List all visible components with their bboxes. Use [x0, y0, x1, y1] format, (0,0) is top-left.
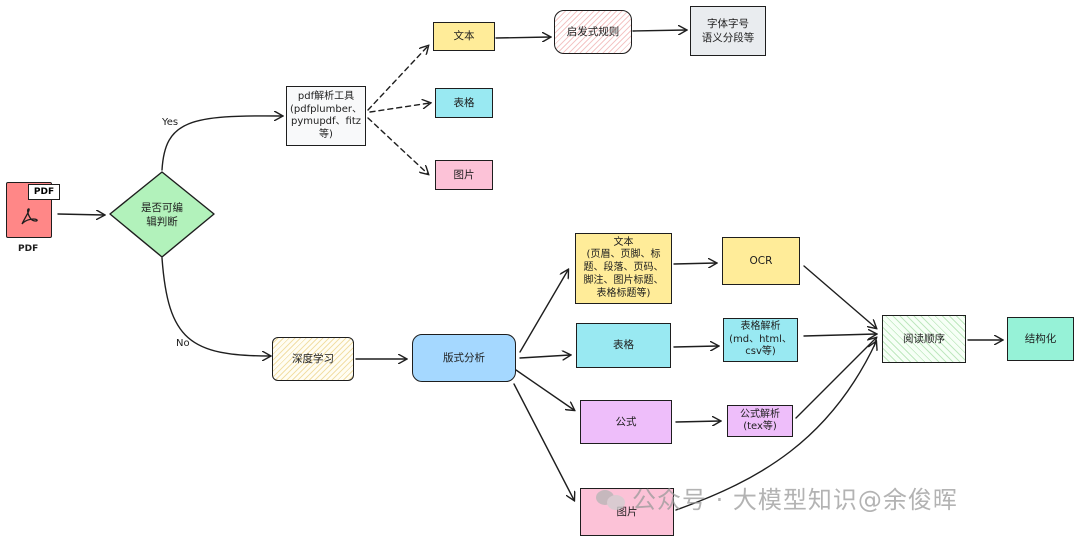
- arrow-ocr-to-order: [803, 265, 876, 328]
- acrobat-icon: [21, 208, 38, 225]
- arrow-heuristic-to-font: [632, 30, 686, 31]
- deep-learning-node: 深度学习: [272, 337, 354, 381]
- arrow-tool-to-image: [367, 117, 428, 174]
- yes-text-node: 文本: [433, 22, 495, 51]
- arrow-tool-to-text: [367, 46, 428, 111]
- heuristic-node: 启发式规则: [554, 10, 632, 54]
- arrow-formula-to-formulaparse: [675, 421, 720, 422]
- wechat-icon: [596, 486, 626, 510]
- yes-table-node: 表格: [435, 88, 493, 118]
- pdf-file-icon: PDF: [6, 178, 60, 240]
- watermark-text: 公众号 · 大模型知识@余俊晖: [632, 486, 958, 514]
- arrow-table-to-tableparse: [673, 346, 718, 347]
- edge-label-no: No: [176, 338, 190, 349]
- no-formula-node: 公式: [580, 400, 672, 444]
- arrow-yes: [161, 116, 282, 171]
- arrow-tableparse-to-order: [803, 334, 876, 336]
- structure-node: 结构化: [1007, 317, 1074, 361]
- formula-parse-node: 公式解析 (tex等): [727, 405, 793, 437]
- watermark: 公众号 · 大模型知识@余俊晖: [596, 480, 958, 515]
- pdf-caption: PDF: [18, 244, 39, 254]
- layout-analysis-node: 版式分析: [412, 334, 516, 382]
- ocr-node: OCR: [722, 237, 800, 285]
- arrow-pdf-to-decision: [57, 214, 104, 215]
- arrow-formulaparse-to-order: [795, 338, 876, 419]
- edge-label-yes: Yes: [162, 117, 179, 128]
- no-text-node: 文本 (页眉、页脚、标 题、段落、页码、 脚注、图片标题、 表格标题等): [575, 233, 672, 304]
- arrow-text-to-ocr: [673, 263, 716, 264]
- arrow-layout-to-formula: [515, 369, 574, 410]
- parse-tool-node: pdf解析工具 (pdfplumber、 pymupdf、fitz 等): [286, 86, 366, 146]
- decision-diamond: [109, 171, 215, 258]
- yes-image-node: 图片: [435, 160, 493, 190]
- pdf-badge: PDF: [28, 184, 60, 200]
- no-table-node: 表格: [576, 323, 671, 368]
- no-image-node: 图片: [580, 488, 674, 536]
- arrow-layout-to-table: [519, 355, 570, 358]
- reading-order-node: 阅读顺序: [882, 315, 966, 363]
- decision-label: 是否可编 辑判断: [141, 201, 183, 228]
- arrow-no: [161, 257, 270, 356]
- table-parse-node: 表格解析 (md、html、 csv等): [723, 318, 798, 362]
- arrow-tool-to-table: [369, 103, 430, 113]
- arrow-layout-to-image: [513, 383, 574, 500]
- arrow-layout-to-text: [519, 270, 568, 353]
- arrow-image-to-order: [675, 342, 876, 511]
- font-output-node: 字体字号 语义分段等: [690, 6, 766, 56]
- arrow-text-to-heuristic: [495, 37, 550, 38]
